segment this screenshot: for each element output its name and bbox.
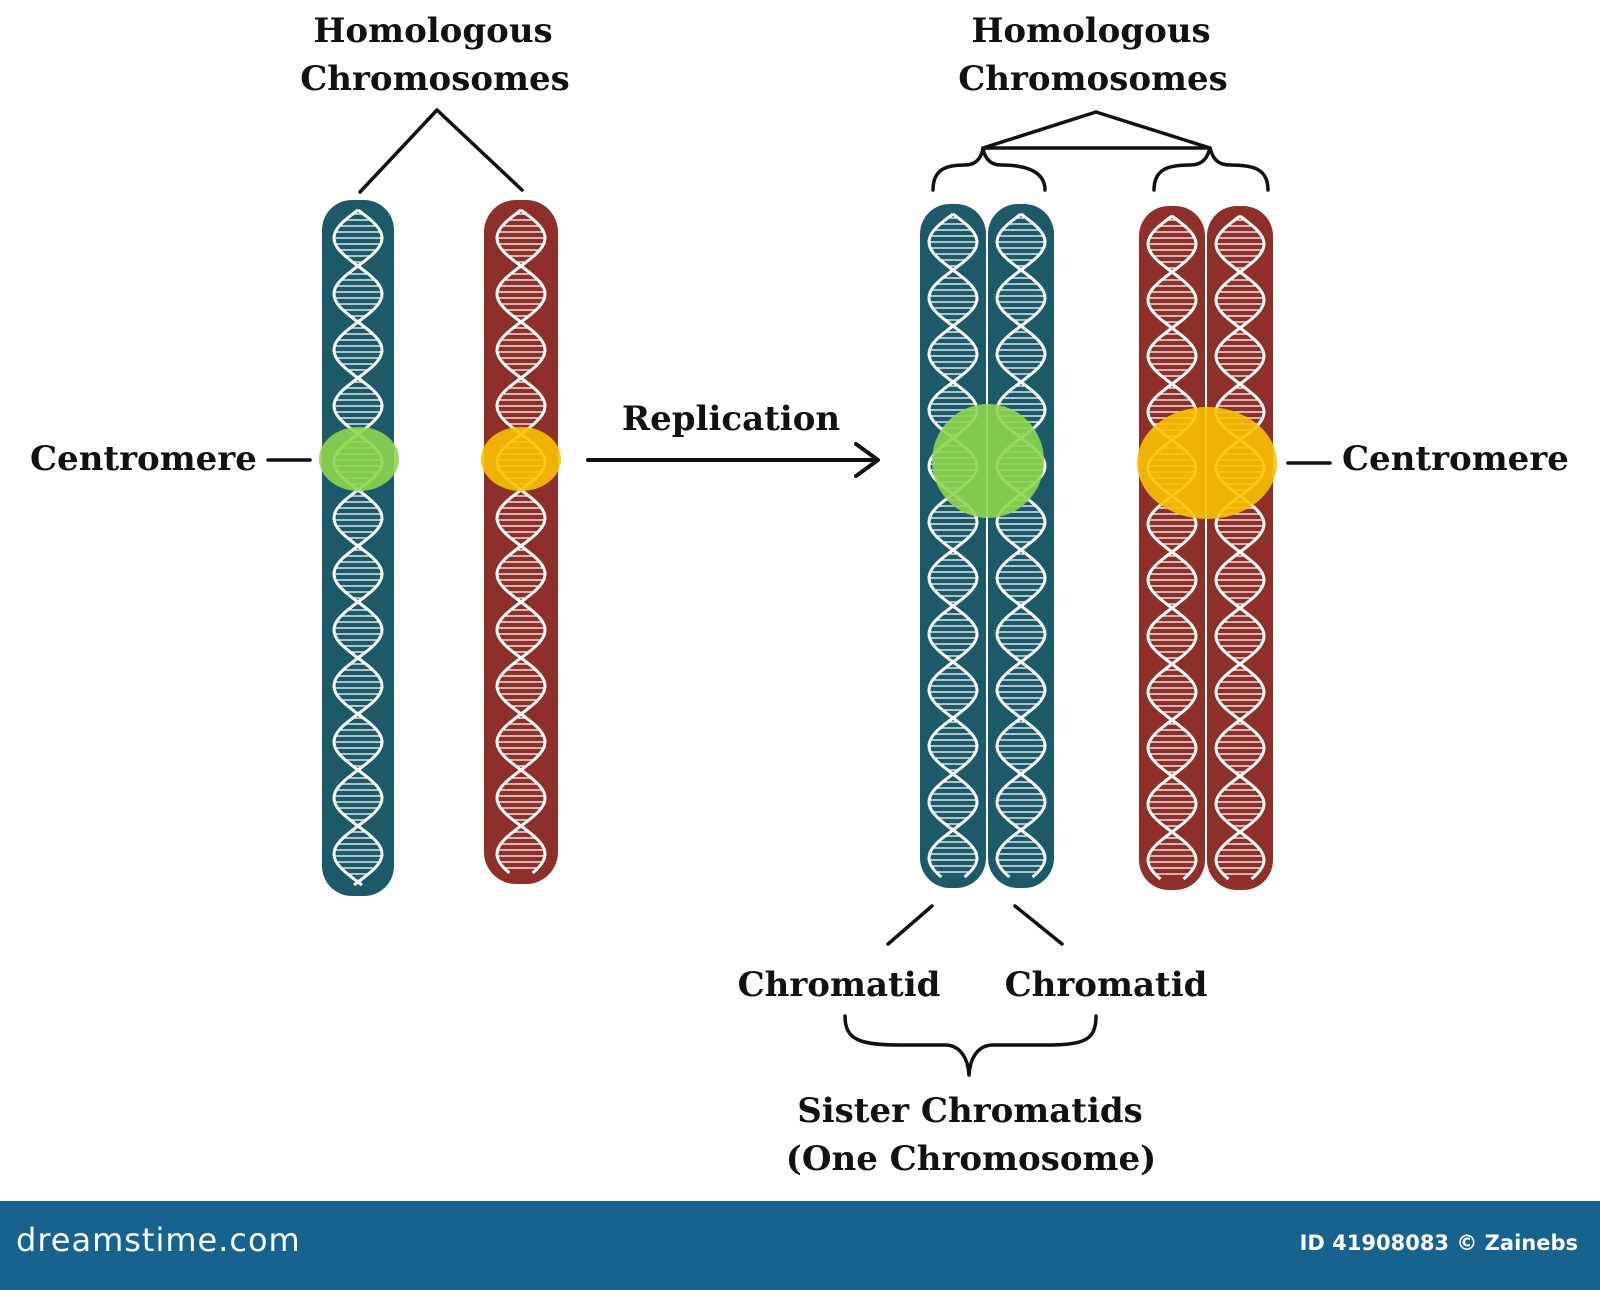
dna-strand [995,212,1047,879]
chromosome-body-red [484,200,558,884]
chromosome-body-teal [322,200,394,896]
footer-bar: dreamstime.com ID 41908083 © Zainebs [0,1201,1600,1290]
homologous-left-pointer [358,108,524,194]
centromere-green [319,427,399,491]
dna-helix-icon [495,208,547,875]
dna-strand [1214,214,1266,881]
annotation-lines [266,108,1332,1077]
sister-chromatid-red-right [1207,206,1273,890]
sister-chromatid-teal-left [920,204,986,888]
dna-strand [1214,214,1266,881]
left-homologous-pair [319,200,561,896]
chromatid-left-pointer [886,904,934,946]
centromere-left-label: Centromere [30,439,257,479]
dna-strand [495,208,547,875]
homologous-right-brace [981,110,1212,150]
chromatid-right-pointer [1013,904,1064,946]
dna-helix-icon [995,212,1047,879]
replication-arrow [586,442,880,478]
dna-strand [995,212,1047,879]
right-homologous-pair [920,204,1277,890]
brand-watermark: dreamstime.com [16,1221,301,1259]
brace-left-pair [931,146,1047,192]
teal-chromosome-unreplicated [319,200,399,896]
dna-strand [927,212,979,879]
sister-chromatids-label-line2: (One Chromosome) [786,1139,1156,1179]
homologous-right-label-line1: Homologous [971,11,1210,51]
centromere-yellow [1137,407,1277,519]
centromere-green [932,404,1044,518]
dna-strand [332,208,384,887]
chromosome-replication-diagram: Homologous Chromosomes Homologous Chromo… [30,11,1569,1179]
image-credit: ID 41908083 © Zainebs [1299,1231,1578,1255]
arrow-head-icon [854,442,880,478]
sister-chromatids-label-line1: Sister Chromatids [797,1091,1143,1131]
sister-chromatids-brace [843,1014,1098,1077]
dna-strand [495,208,547,875]
centromere-yellow [481,427,561,491]
teal-chromosome-replicated [920,204,1054,888]
homologous-left-label-line1: Homologous [313,11,552,51]
sister-chromatid-teal-right [988,204,1054,888]
sister-chromatid-red-left [1139,206,1205,890]
red-chromosome-replicated [1137,206,1277,890]
dna-helix-icon [1214,214,1266,881]
dna-strand [1146,214,1198,881]
chromatid-left-label: Chromatid [738,965,941,1005]
brace-right-pair [1152,146,1270,192]
red-chromosome-unreplicated [481,200,561,884]
centromere-right-label: Centromere [1342,439,1569,479]
chromatid-right-label: Chromatid [1005,965,1208,1005]
homologous-left-label-line2: Chromosomes [300,59,570,99]
dna-strand [927,212,979,879]
text-labels: Homologous Chromosomes Homologous Chromo… [30,11,1569,1179]
dna-strand [1146,214,1198,881]
dna-helix-icon [332,208,384,887]
replication-label: Replication [622,399,840,439]
homologous-right-label-line2: Chromosomes [958,59,1228,99]
